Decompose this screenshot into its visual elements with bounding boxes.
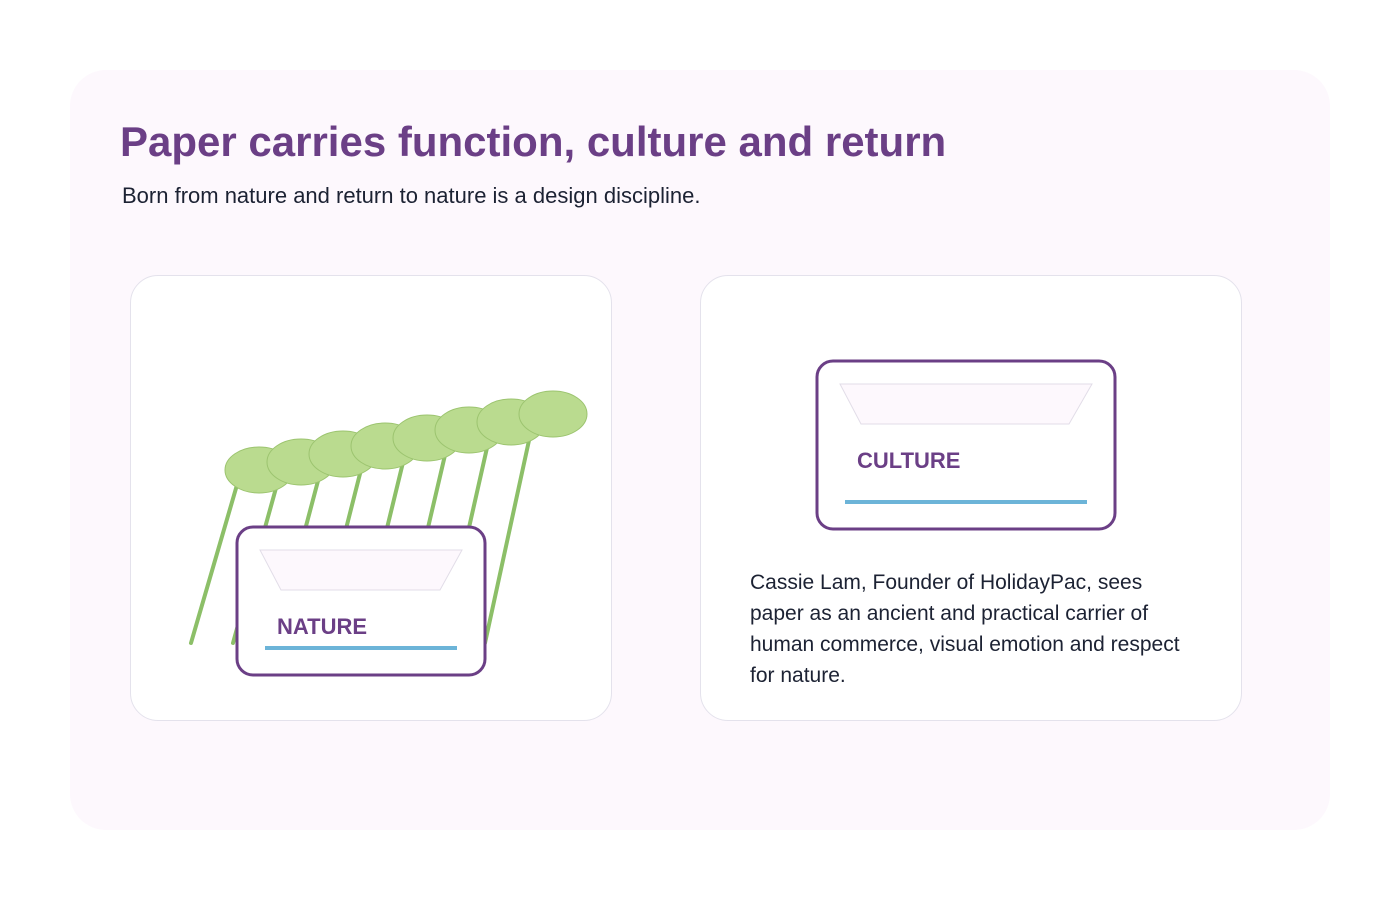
page-subtitle: Born from nature and return to nature is… (122, 183, 701, 208)
culture-box-window (839, 383, 1093, 425)
nature-illustration: NATURE (189, 390, 588, 677)
content-panel: Paper carries function, culture and retu… (70, 70, 1330, 830)
nature-label: NATURE (277, 614, 367, 639)
plant-leaves (224, 390, 588, 494)
founder-quote: Cassie Lam, Founder of HolidayPac, sees … (750, 571, 1180, 687)
nature-card: NATURE (130, 275, 612, 721)
culture-card: CULTURE Cassie Lam, Founder of HolidayPa… (700, 275, 1242, 721)
nature-box-frame (235, 525, 487, 677)
nature-box-window (259, 549, 463, 591)
plant-stem (189, 476, 241, 645)
culture-label: CULTURE (857, 448, 960, 473)
leaf-shape (518, 390, 588, 438)
culture-illustration: CULTURE (815, 359, 1117, 531)
plant-stem (483, 420, 535, 645)
page-title: Paper carries function, culture and retu… (120, 118, 947, 165)
nature-box: NATURE (235, 525, 487, 677)
